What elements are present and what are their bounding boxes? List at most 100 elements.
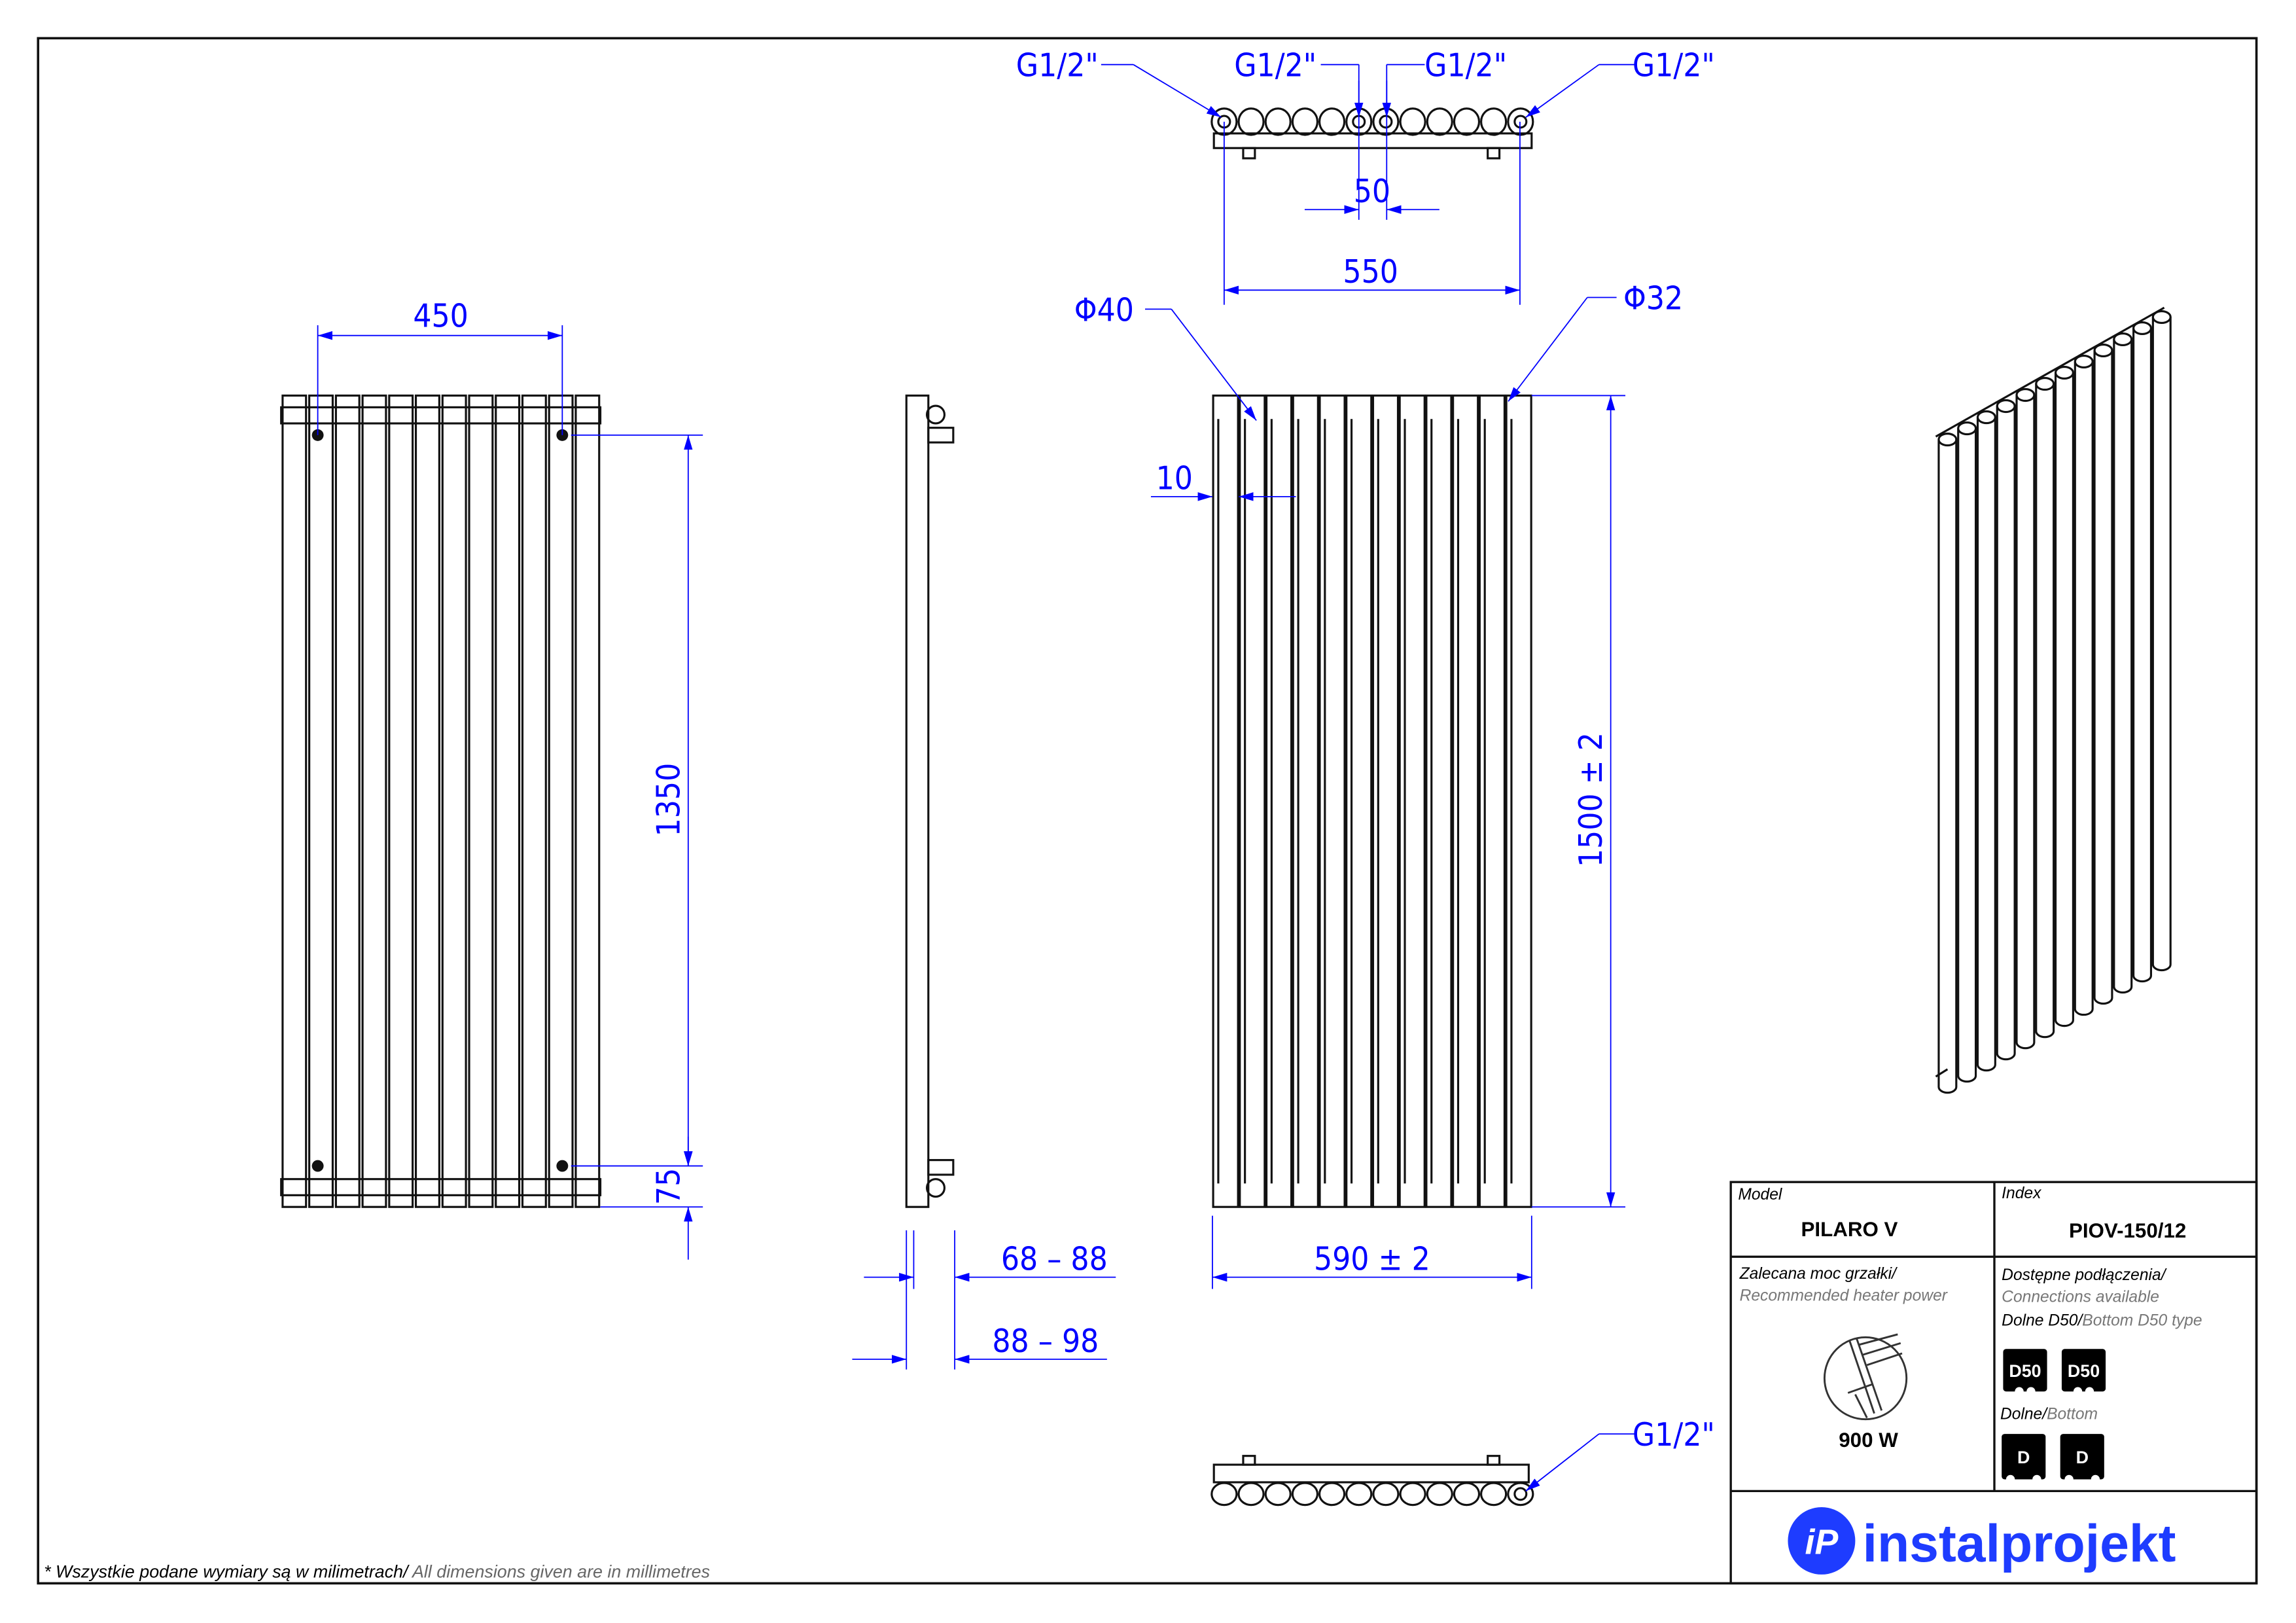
dimension-main: 10 Φ40 Φ32 1500 ± 2 590 ± 2 [1074,279,1683,1289]
badge-label: D [2076,1448,2089,1467]
tube-section [1507,1482,1534,1507]
mount-bolt [311,1160,324,1172]
bottom-view [1210,1455,1534,1507]
conn-label-pl: Dostępne podłączenia/ [2002,1266,2167,1284]
index-value: PIOV-150/12 [2069,1219,2186,1242]
heater-icon [1823,1333,1908,1421]
tube [334,394,361,1208]
heater-label-pl: Zalecana moc grzałki/ [1739,1265,1898,1283]
tube [495,394,521,1208]
dimension-1350: 1350 75 [571,434,703,1260]
conn-type2-pl: Dolne/ [2000,1406,2048,1423]
iso-tube [1996,406,2016,1061]
tube-section [1264,1482,1292,1507]
tube [388,394,414,1208]
tube-section [1453,107,1481,136]
iso-tube-top [2074,355,2094,369]
connection-port [1513,1487,1528,1501]
dimension-depth: 68 – 88 88 – 98 [852,1230,1116,1370]
iso-tube-top [2093,343,2113,358]
iso-tube-top [1957,421,1977,436]
iso-tube-top [1937,433,1958,447]
tube [1371,394,1400,1208]
tube [521,394,547,1208]
tube [548,394,574,1208]
connection-label: G1/2" [1633,1416,1715,1454]
rear-view [1212,394,1532,1208]
connection-badge-d50: D50 D50 [2003,1349,2106,1396]
tube-section [1453,1482,1481,1507]
logo-mark: iP [1805,1523,1839,1562]
tube-section [1399,107,1426,136]
connection-label: G1/2" [1016,46,1099,84]
iso-tube-top [2132,321,2153,336]
tube [1425,394,1453,1208]
tube-section [1372,1482,1400,1507]
tube [468,394,494,1208]
svg-text:* Wszystkie podane wymiary są: * Wszystkie podane wymiary są w milimetr… [44,1561,710,1581]
tube-section [1237,107,1265,136]
iso-tube-top [2113,332,2133,347]
iso-tube-top [2151,310,2172,325]
iso-tube [2015,395,2036,1050]
footnote-en: All dimensions given are in millimetres [408,1561,710,1581]
tube-section [1318,107,1346,136]
badge-label: D [2017,1448,2030,1467]
heater-label-en: Recommended heater power [1740,1287,1949,1304]
iso-tube-top [2054,366,2074,380]
tube [1398,394,1426,1208]
connection-port [1379,115,1393,129]
iso-tube-top [1976,410,1996,425]
tube-section [1426,1482,1453,1507]
tube [1345,394,1373,1208]
badge-label: D50 [2009,1361,2041,1381]
dim-tube-inner: Φ32 [1623,279,1683,317]
iso-tube-top [2015,388,2036,402]
mount-bolt [556,1160,569,1172]
connection-label: G1/2" [1633,46,1715,84]
collector-bar [280,1178,602,1196]
iso-tube [2035,383,2055,1039]
iso-tube [2151,317,2172,972]
tube [1505,394,1532,1208]
dim-depth-2: 88 – 98 [992,1322,1099,1360]
tube-section [1372,107,1400,136]
iso-tube-top [2035,377,2055,391]
conn-type2-en: Bottom [2047,1406,2098,1423]
dim-tube-gap: 10 [1156,459,1193,497]
iso-tube [1957,428,1977,1083]
conn-type1-en: Bottom D50 type [2082,1311,2202,1329]
heater-value: 900 W [1839,1429,1898,1452]
iso-tube [2132,328,2153,983]
tube-section [1480,1482,1508,1507]
iso-collector [1935,306,2165,438]
tube [308,394,334,1208]
tube [1478,394,1506,1208]
footnote-pl: * Wszystkie podane wymiary są w milimetr… [44,1561,410,1581]
iso-tube [1937,439,1958,1094]
dim-center-spacing: 50 [1354,172,1390,210]
tube [1292,394,1319,1208]
iso-collector [1935,1068,1949,1078]
index-label: Index [2002,1185,2042,1202]
iso-tube [2074,361,2094,1016]
iso-tube [1976,417,1996,1072]
tube-section [1291,1482,1318,1507]
model-value: PILARO V [1801,1218,1898,1241]
iso-tube-top [1996,399,2016,414]
connection-badge-d: D D [2002,1434,2104,1484]
tube-section [1480,107,1508,136]
drawing-border [37,37,2258,1585]
tube-section [1399,1482,1426,1507]
tube [361,394,387,1208]
tube-section [1318,1482,1346,1507]
dimension-450: 450 [317,296,563,435]
tube-section [1345,1482,1373,1507]
top-dimensions: 550 50 G1/2" G1/2" G1/2" G1/2" [1016,46,1715,305]
title-block: Model PILARO V Index PIOV-150/12 Zalecan… [1729,1181,2258,1585]
top-view [1210,107,1534,160]
tube [1239,394,1266,1208]
tube-section [1426,107,1453,136]
tube [441,394,467,1208]
